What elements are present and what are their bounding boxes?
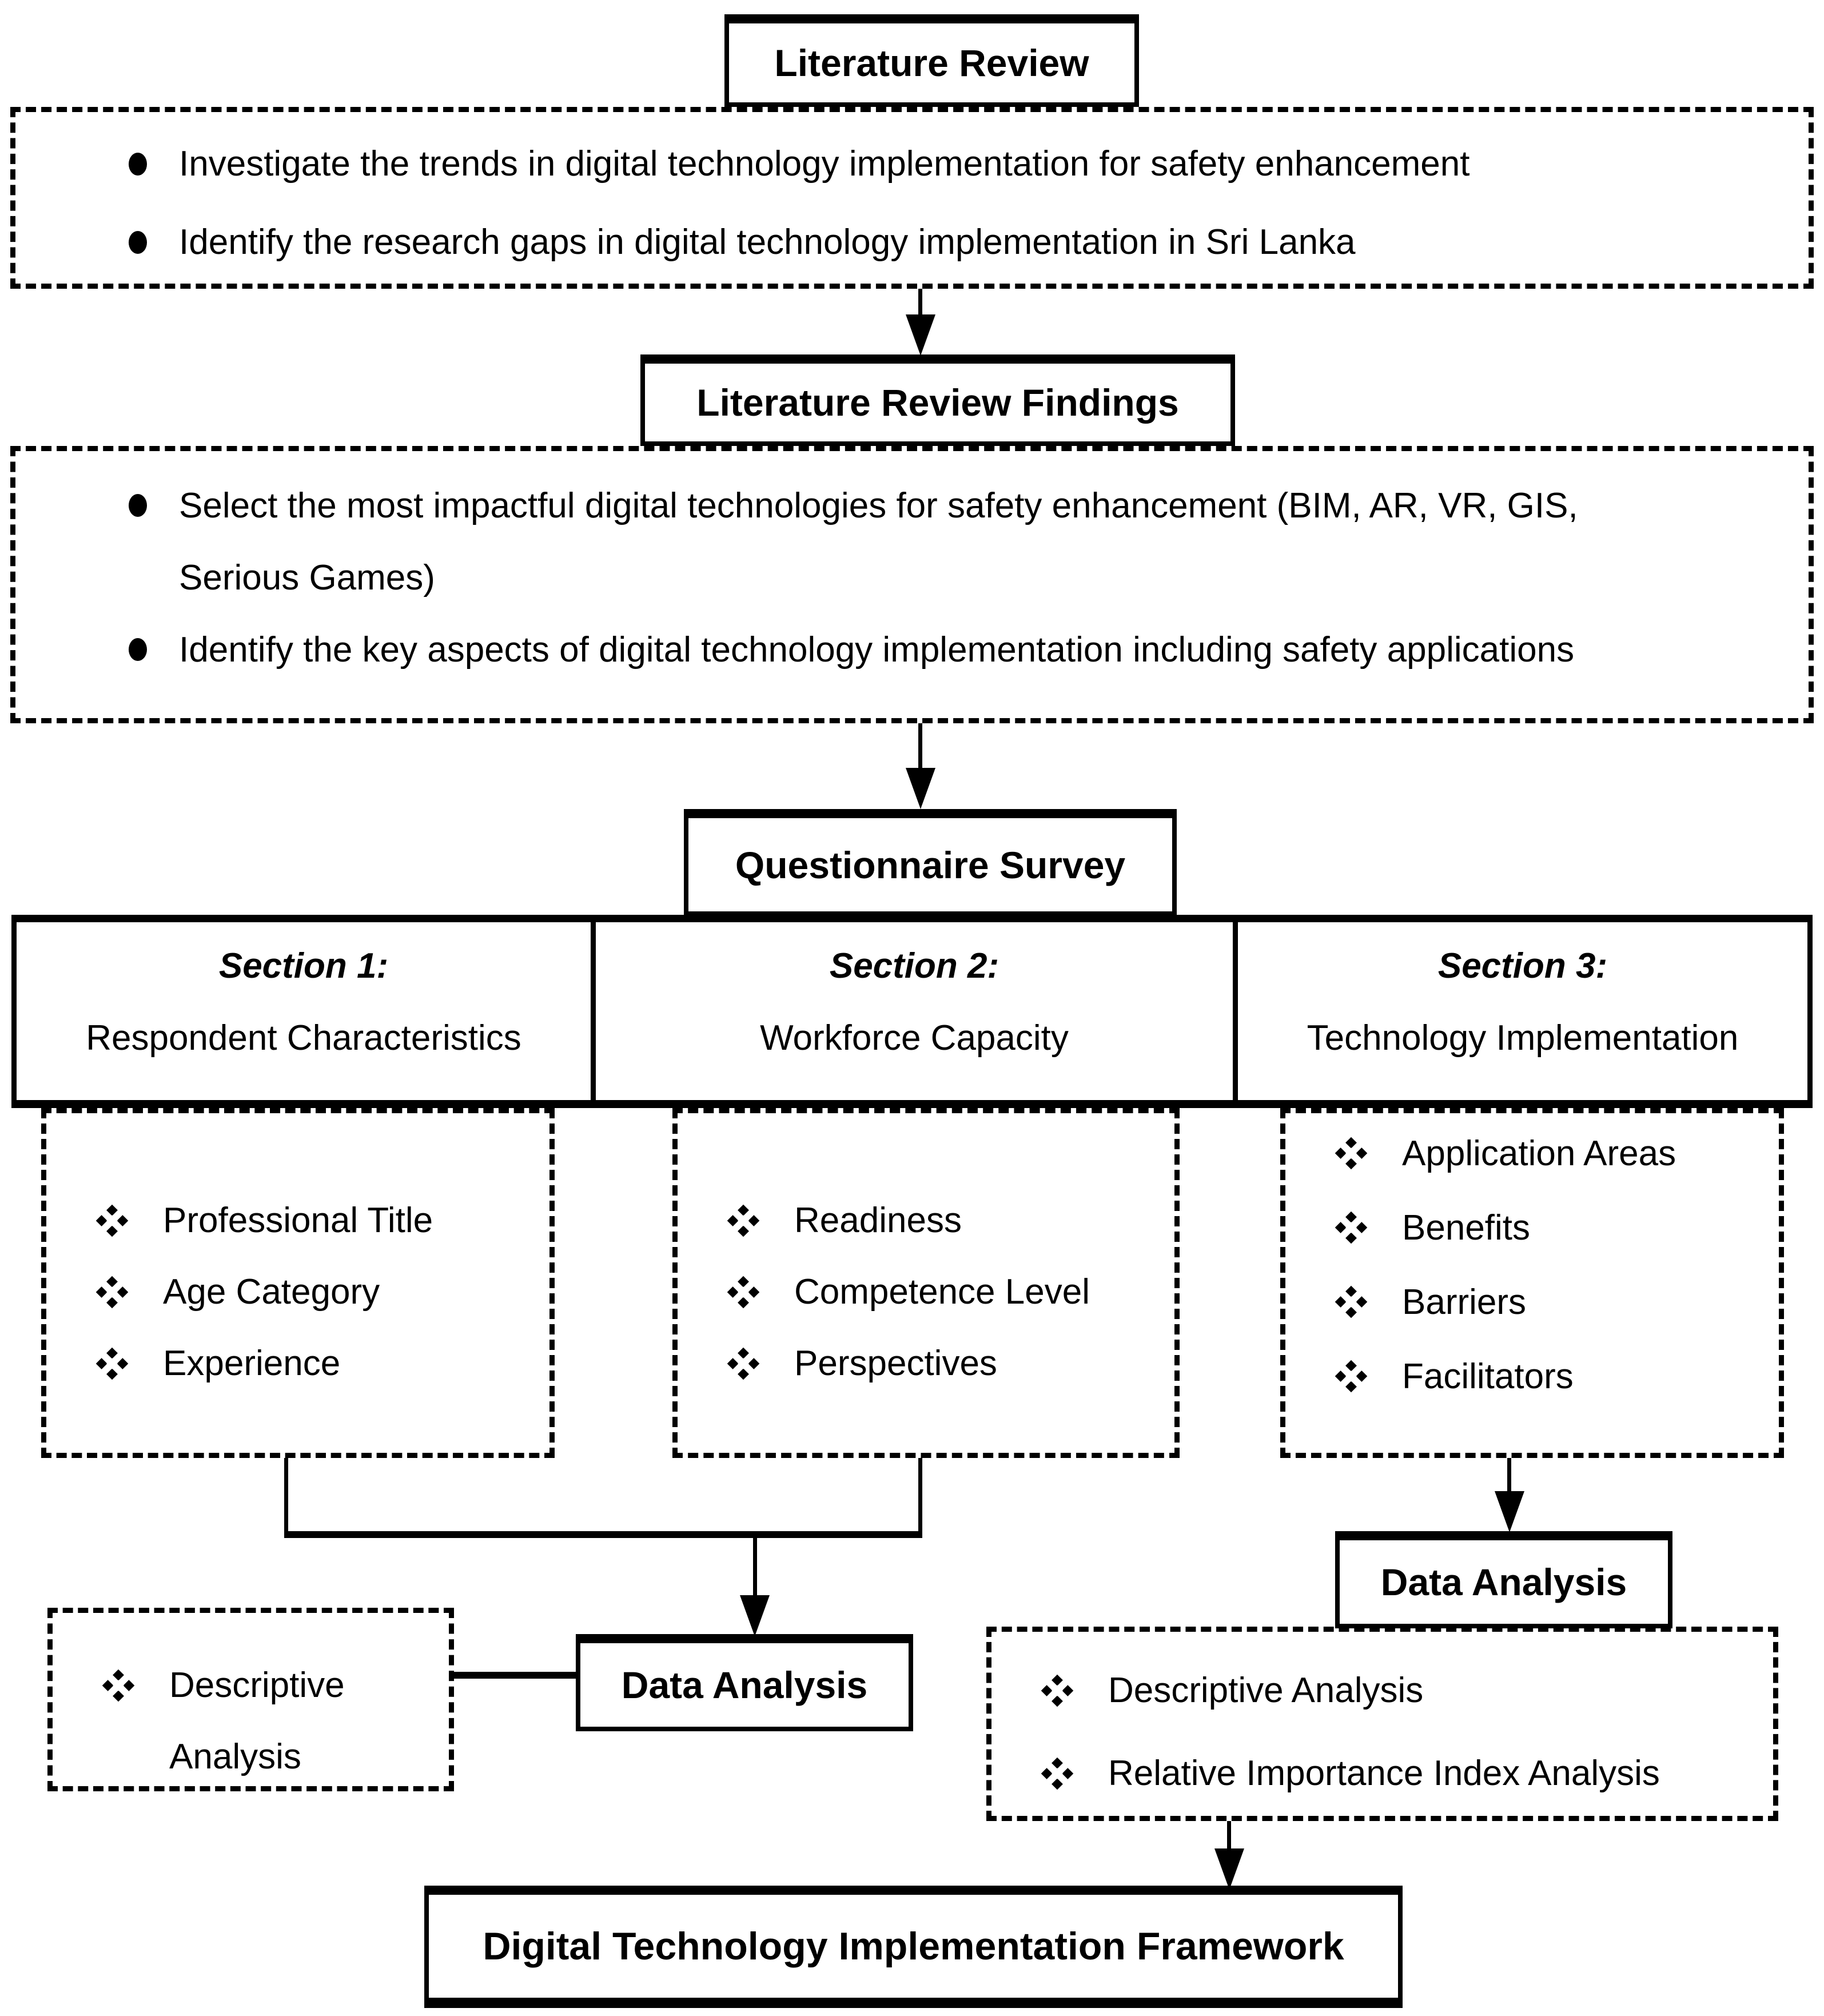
data-analysis-title: Data Analysis (1380, 1561, 1627, 1603)
arrow-stem (1507, 1458, 1511, 1495)
arrow-stem (1227, 1821, 1231, 1852)
list-item: Competence Level (678, 1256, 1174, 1328)
list-item: Experience (46, 1328, 549, 1399)
questionnaire-survey-box: Questionnaire Survey (684, 809, 1177, 916)
diamond-bullet-icon (103, 1670, 134, 1701)
bullet-text: Select the most impactful digital techno… (179, 485, 1578, 525)
list-item: Age Category (46, 1256, 549, 1328)
list-item: Professional Title (46, 1185, 549, 1256)
diamond-bullet-icon (97, 1277, 128, 1308)
item-text: Professional Title (163, 1201, 433, 1240)
item-text: Relative Importance Index Analysis (1108, 1754, 1660, 1793)
bullet-icon (129, 152, 147, 176)
diamond-bullet-icon (1042, 1675, 1073, 1706)
bullet-icon (129, 230, 147, 254)
item-text: Application Areas (1402, 1133, 1676, 1173)
item-text: Descriptive Analysis (169, 1666, 345, 1776)
item-text: Barriers (1402, 1282, 1527, 1322)
diamond-bullet-icon (1336, 1361, 1367, 1392)
list-item: Benefits (1285, 1190, 1779, 1265)
arrow-down-icon (906, 768, 935, 809)
item-text: Benefits (1402, 1208, 1531, 1248)
section-label: Section 1: (218, 946, 389, 986)
arrow-stem (918, 723, 922, 770)
section-3-box: Section 3: Technology Implementation (1233, 922, 1813, 1108)
arrow-down-icon (1214, 1848, 1244, 1890)
connector-line (284, 1531, 922, 1538)
bullet-text: Identify the key aspects of digital tech… (179, 629, 1575, 670)
item-text: Facilitators (1402, 1356, 1574, 1396)
data-analysis-right-box: Data Analysis (1335, 1531, 1672, 1628)
arrow-stem (753, 1538, 757, 1600)
section-name: Technology Implementation (1307, 1018, 1739, 1058)
bullet-icon (129, 638, 147, 661)
literature-review-findings-title: Literature Review Findings (696, 381, 1179, 424)
list-item: Descriptive Analysis (53, 1650, 449, 1792)
arrow-down-icon (1495, 1491, 1524, 1532)
arrow-down-icon (906, 314, 935, 356)
list-item: Barriers (1285, 1265, 1779, 1339)
section-1-items-box: Professional Title Age Category Experien… (41, 1108, 555, 1458)
list-item: Relative Importance Index Analysis (991, 1732, 1773, 1815)
list-item: Descriptive Analysis (991, 1649, 1773, 1732)
framework-box: Digital Technology Implementation Framew… (424, 1886, 1403, 2008)
section-1-box: Section 1: Respondent Characteristics (11, 922, 596, 1108)
literature-review-details-box: Investigate the trends in digital techno… (10, 107, 1814, 289)
literature-review-findings-box: Literature Review Findings (640, 354, 1235, 446)
section-label: Section 3: (1437, 946, 1608, 986)
bullet-text: Serious Games) (179, 557, 435, 597)
item-text: Competence Level (794, 1272, 1090, 1312)
bullet-text: Investigate the trends in digital techno… (179, 144, 1470, 184)
diamond-bullet-icon (1042, 1758, 1073, 1789)
diamond-bullet-icon (97, 1348, 128, 1379)
bullet-text: Identify the research gaps in digital te… (179, 222, 1356, 262)
section-2-items-box: Readiness Competence Level Perspectives (672, 1108, 1180, 1458)
section-name: Workforce Capacity (760, 1018, 1069, 1058)
diamond-bullet-icon (97, 1205, 128, 1236)
diamond-bullet-icon (728, 1205, 759, 1236)
list-item: Facilitators (1285, 1339, 1779, 1413)
findings-details-box: Select the most impactful digital techno… (10, 446, 1814, 723)
questionnaire-survey-title: Questionnaire Survey (735, 843, 1126, 886)
list-item: Application Areas (1285, 1116, 1779, 1190)
literature-review-title: Literature Review (774, 42, 1089, 84)
item-text: Experience (163, 1344, 341, 1383)
list-item: Identify the key aspects of digital tech… (15, 613, 1809, 686)
connector-line (454, 1672, 576, 1679)
section-name: Respondent Characteristics (86, 1018, 521, 1058)
list-item: Readiness (678, 1185, 1174, 1256)
item-text: Age Category (163, 1272, 380, 1312)
bullet-icon (129, 494, 147, 517)
diamond-bullet-icon (1336, 1212, 1367, 1243)
data-analysis-center-box: Data Analysis (576, 1634, 913, 1731)
list-item-continuation: Serious Games) (15, 541, 1809, 613)
list-item: Perspectives (678, 1328, 1174, 1399)
arrow-stem (918, 289, 922, 323)
list-item: Select the most impactful digital techno… (15, 469, 1809, 541)
connector-line (284, 1458, 288, 1535)
section-3-items-box: Application Areas Benefits Barriers Faci… (1280, 1108, 1784, 1458)
list-item: Identify the research gaps in digital te… (15, 203, 1809, 281)
connector-line (918, 1458, 922, 1535)
diamond-bullet-icon (1336, 1138, 1367, 1169)
analysis-methods-box: Descriptive Analysis Relative Importance… (986, 1627, 1778, 1821)
diamond-bullet-icon (1336, 1286, 1367, 1317)
arrow-down-icon (740, 1595, 770, 1636)
diamond-bullet-icon (728, 1277, 759, 1308)
descriptive-analysis-box: Descriptive Analysis (47, 1608, 454, 1791)
literature-review-box: Literature Review (724, 14, 1139, 107)
list-item: Investigate the trends in digital techno… (15, 125, 1809, 203)
item-text: Descriptive Analysis (1108, 1671, 1424, 1710)
section-label: Section 2: (829, 946, 999, 986)
data-analysis-title: Data Analysis (621, 1664, 868, 1706)
item-text: Readiness (794, 1201, 962, 1240)
questionnaire-sections-row: Section 1: Respondent Characteristics Se… (11, 915, 1813, 1108)
section-2-box: Section 2: Workforce Capacity (596, 922, 1233, 1108)
framework-title: Digital Technology Implementation Framew… (483, 1925, 1344, 1968)
item-text: Perspectives (794, 1344, 997, 1383)
diamond-bullet-icon (728, 1348, 759, 1379)
